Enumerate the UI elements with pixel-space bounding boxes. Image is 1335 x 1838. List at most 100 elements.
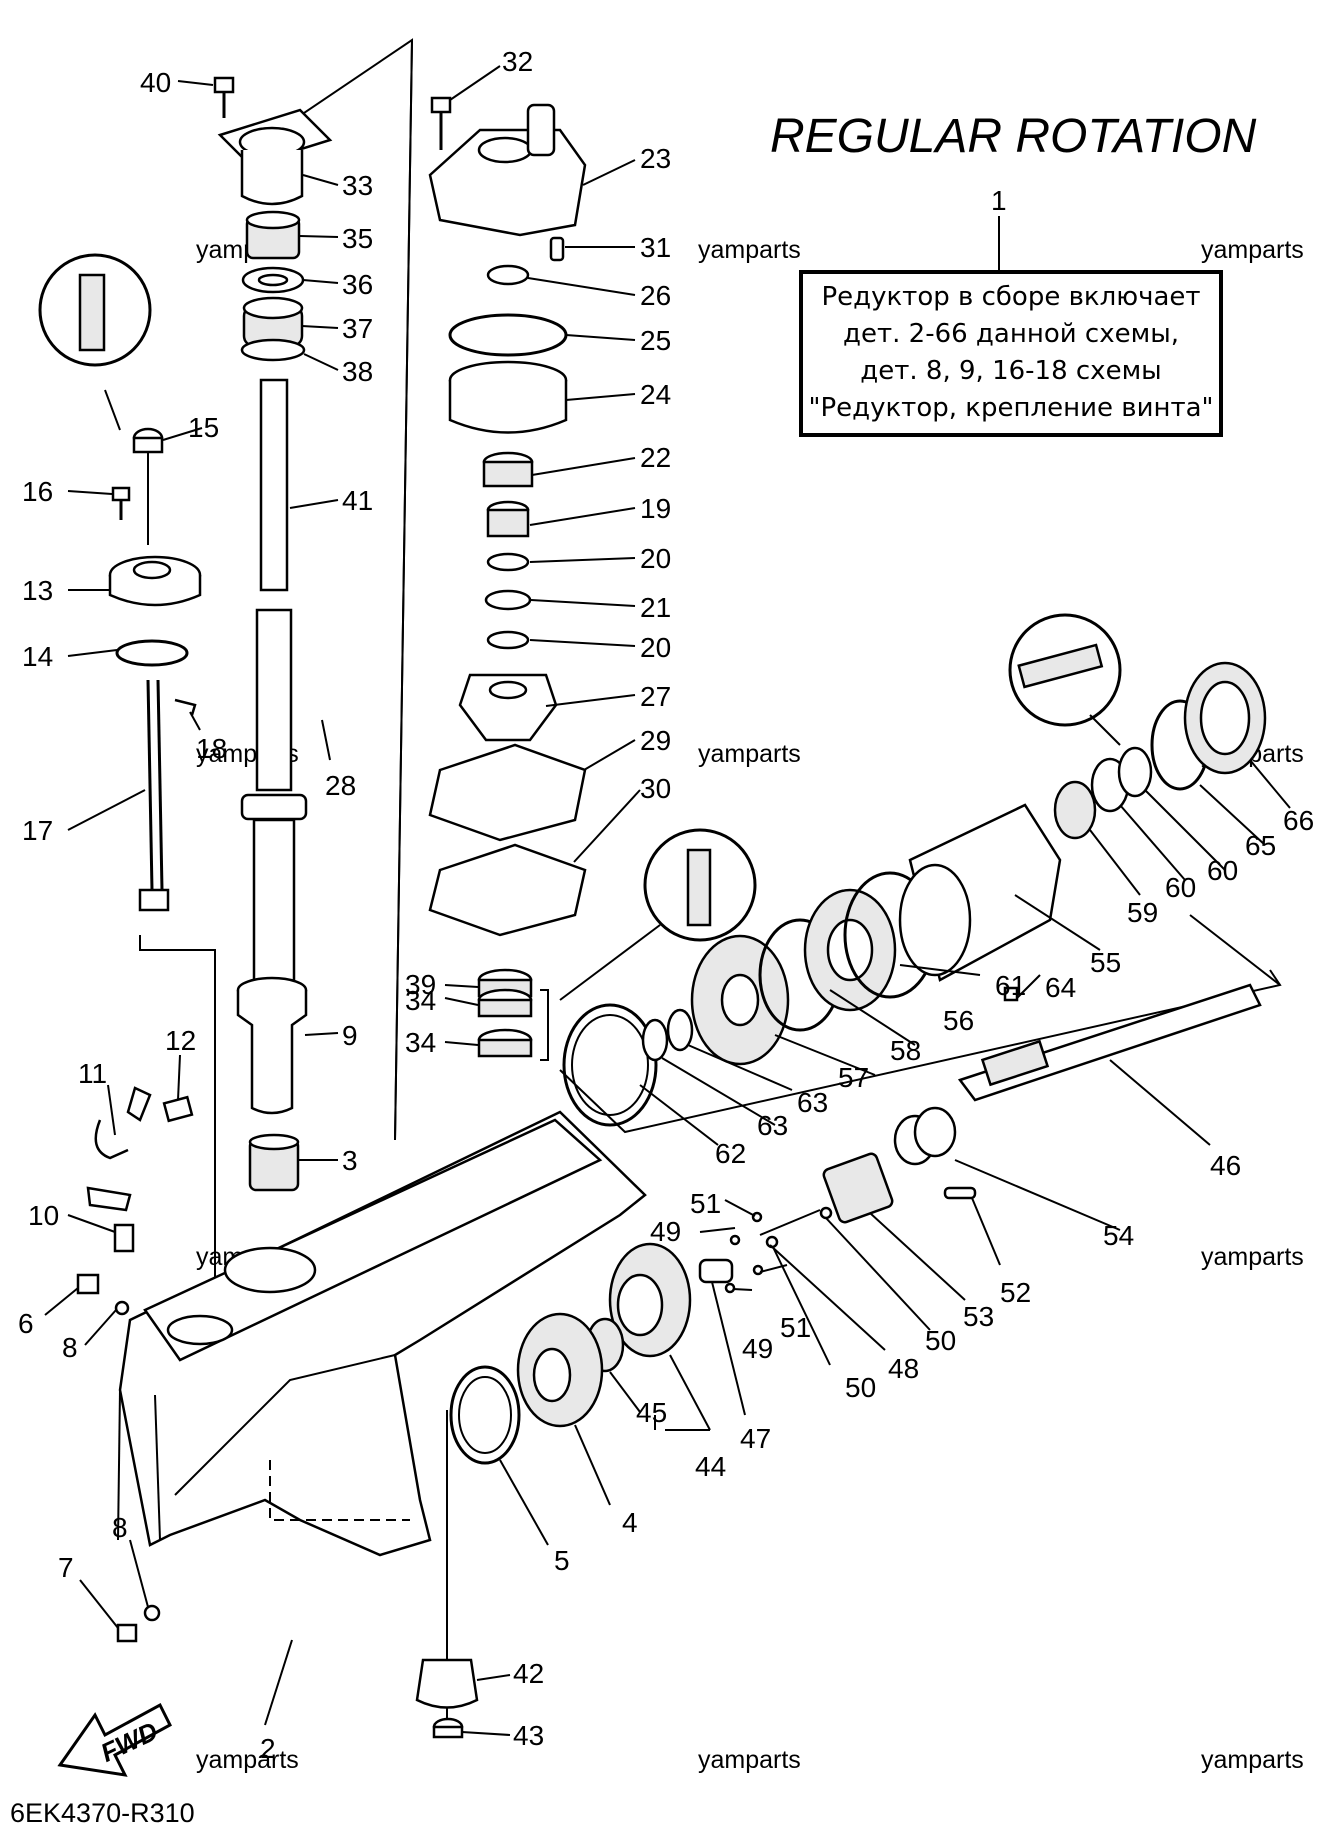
- part-55-propeller-shaft-housing: [898, 803, 1062, 982]
- part-42-pinion: [415, 1658, 479, 1709]
- part-12-screw: [162, 1095, 194, 1123]
- part-32-bolt: [430, 96, 452, 150]
- part-10-connector: [86, 1186, 132, 1212]
- callout-66: 66: [1283, 805, 1314, 836]
- callout-59: 59: [1127, 897, 1158, 928]
- callout-15: 15: [188, 412, 219, 443]
- part-29-outer-plate: [428, 743, 587, 842]
- part-56-ball-bearing: [803, 888, 897, 1012]
- callout-10: 10: [28, 1200, 59, 1231]
- part-19-key: [486, 500, 530, 538]
- fwd-arrow-icon: FWD: [57, 1702, 172, 1777]
- part-48-spring: [759, 1209, 821, 1236]
- part-49-ball: [724, 1282, 736, 1294]
- detail-circle-right: [1008, 613, 1122, 746]
- callout-51: 51: [690, 1188, 721, 1219]
- callout-17: 17: [22, 815, 53, 846]
- callout-12: 12: [165, 1025, 196, 1056]
- callout-47: 47: [740, 1423, 771, 1454]
- callout-41: 41: [342, 485, 373, 516]
- part-13-shift-rod-holder: [108, 555, 202, 607]
- callout-65: 65: [1245, 830, 1276, 861]
- watermark: yamparts: [196, 1746, 299, 1774]
- callout-24: 24: [640, 379, 671, 410]
- leader-lines: [44, 65, 1291, 1736]
- part-30-gasket: [428, 843, 587, 937]
- part-41-drive-shaft: [240, 378, 308, 984]
- part-53-dog-clutch: [822, 1152, 894, 1224]
- callout-51: 51: [780, 1312, 811, 1343]
- part-14-o-ring: [115, 639, 189, 667]
- callout-18: 18: [196, 733, 227, 764]
- watermarks: yamparts yamparts yamparts yamparts yamp…: [196, 236, 1304, 1774]
- watermark: yamparts: [698, 236, 801, 264]
- callout-2: 2: [260, 1733, 276, 1764]
- part-33-seal-housing: [217, 108, 333, 206]
- part-31-pin: [549, 236, 565, 262]
- callout-5: 5: [554, 1545, 570, 1576]
- callout-23: 23: [640, 143, 671, 174]
- callout-49: 49: [742, 1333, 773, 1364]
- callout-57: 57: [838, 1062, 869, 1093]
- callout-25: 25: [640, 325, 671, 356]
- callout-44: 44: [695, 1451, 726, 1482]
- callout-36: 36: [342, 269, 373, 300]
- callout-37: 37: [342, 313, 373, 344]
- part-2-lower-case: [117, 1110, 647, 1557]
- callout-46: 46: [1210, 1150, 1241, 1181]
- assembly-note: 1 Редуктор в сборе включает дет. 2-66 да…: [799, 185, 1223, 437]
- part-63-washer: [666, 1008, 694, 1052]
- callout-6: 6: [18, 1308, 34, 1339]
- callout-9: 9: [342, 1020, 358, 1051]
- callout-48: 48: [888, 1353, 919, 1384]
- part-23-pump-housing: [428, 103, 587, 237]
- part-4-tapered-bearing: [516, 1312, 604, 1428]
- callout-49: 49: [650, 1216, 681, 1247]
- part-22-seal: [482, 451, 534, 488]
- part-37-38-bushing: [240, 296, 306, 362]
- callout-26: 26: [640, 280, 671, 311]
- callout-34: 34: [405, 1027, 436, 1058]
- part-52-pin: [943, 1186, 977, 1200]
- part-40-bolt: [213, 76, 235, 118]
- callout-38: 38: [342, 356, 373, 387]
- watermark: yamparts: [1201, 236, 1304, 264]
- callout-27: 27: [640, 681, 671, 712]
- callout-32: 32: [502, 46, 533, 77]
- part-21-plate: [484, 589, 532, 611]
- part-47-shift-plunger: [698, 1258, 734, 1284]
- callout-7: 7: [58, 1552, 74, 1583]
- part-49-ball: [729, 1234, 741, 1246]
- note-line-3: дет. 8, 9, 16-18 схемы: [860, 356, 1161, 386]
- callout-34: 34: [405, 985, 436, 1016]
- callout-22: 22: [640, 442, 671, 473]
- part-8-gasket: [143, 1604, 161, 1622]
- callout-33: 33: [342, 170, 373, 201]
- watermark: yamparts: [698, 740, 801, 768]
- note-ref-number: 1: [991, 185, 1007, 216]
- svg-text:FWD: FWD: [96, 1716, 163, 1768]
- callout-42: 42: [513, 1658, 544, 1689]
- callout-8: 8: [62, 1332, 78, 1363]
- part-35-needle-bearing: [245, 210, 301, 260]
- part-3-bearing: [248, 1133, 300, 1192]
- part-15-nut: [132, 427, 164, 454]
- part-18-clip: [174, 698, 197, 716]
- callout-61: 61: [995, 970, 1026, 1001]
- part-8-gasket: [114, 1300, 130, 1316]
- callout-62: 62: [715, 1138, 746, 1169]
- detail-circle-mid: [559, 828, 757, 1001]
- callout-52: 52: [1000, 1277, 1031, 1308]
- part-44-forward-gear: [608, 1242, 692, 1358]
- callout-50: 50: [845, 1372, 876, 1403]
- watermark: yamparts: [698, 1746, 801, 1774]
- part-34-oil-seal: [477, 1028, 533, 1058]
- part-10-nipple: [113, 1223, 135, 1253]
- part-26-o-ring: [486, 264, 530, 286]
- part-7-bolt: [116, 1623, 138, 1643]
- callout-50: 50: [925, 1325, 956, 1356]
- callout-19: 19: [640, 493, 671, 524]
- part-64-key: [1003, 986, 1019, 1002]
- drawing-code: 6EK4370-R310: [10, 1798, 195, 1828]
